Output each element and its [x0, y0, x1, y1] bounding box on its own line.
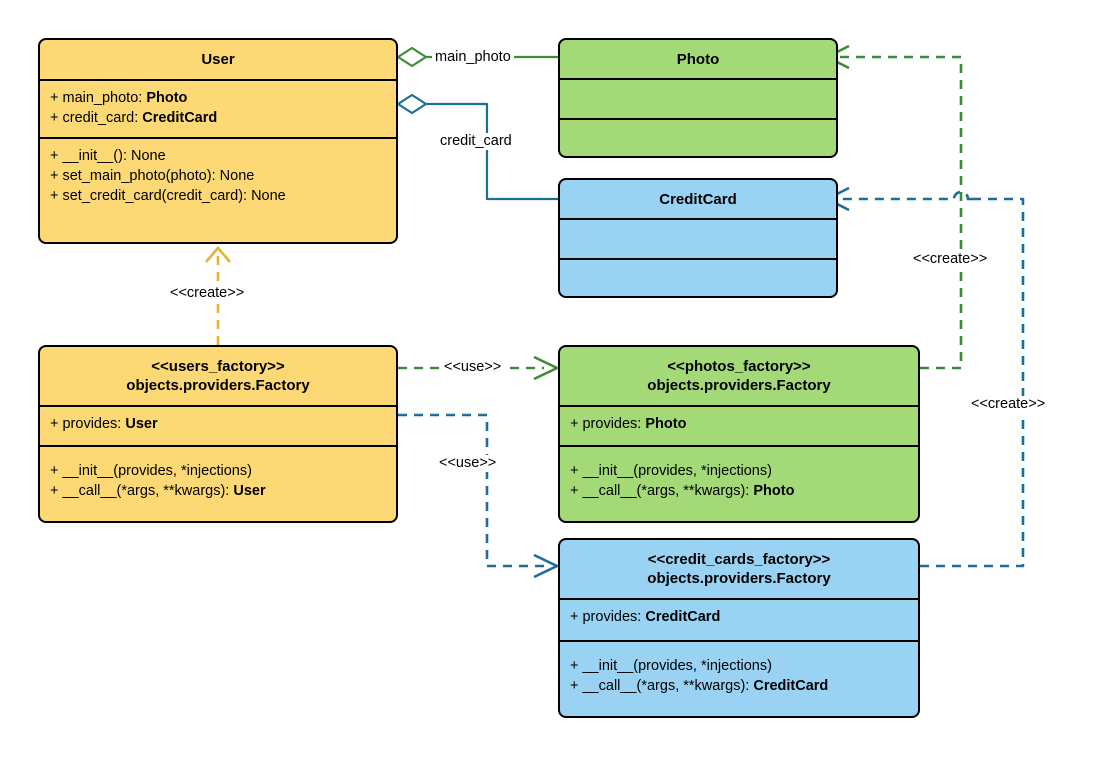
attribute-row: + provides: CreditCard	[570, 607, 908, 627]
class-box-users-factory[interactable]: <<users_factory>> objects.providers.Fact…	[38, 345, 398, 523]
class-attributes-photo	[560, 78, 836, 118]
method-row: + __init__(provides, *injections)	[570, 656, 908, 676]
class-name-photos-factory: objects.providers.Factory	[647, 377, 831, 394]
edge-label-main-photo: main_photo	[432, 49, 514, 66]
method-type: CreditCard	[753, 678, 829, 694]
method-type: Photo	[753, 483, 795, 499]
edge-label-create-credit-card: <<create>>	[968, 396, 1049, 413]
class-stereotype-credit-cards-factory: <<credit_cards_factory>>	[647, 551, 831, 568]
attribute-row: + provides: Photo	[570, 414, 908, 434]
class-title-users-factory: <<users_factory>> objects.providers.Fact…	[40, 347, 396, 405]
class-attributes-credit-card	[560, 218, 836, 258]
attribute-row: + main_photo: Photo	[50, 88, 386, 108]
class-methods-users-factory: + __init__(provides, *injections) + __ca…	[40, 445, 396, 521]
method-text: + __init__(provides, *injections)	[570, 658, 772, 674]
class-box-photo[interactable]: Photo	[558, 38, 838, 158]
class-title-user: User	[40, 40, 396, 79]
method-type: User	[233, 483, 266, 499]
attribute-type: User	[125, 416, 158, 432]
class-name-credit-card: CreditCard	[659, 190, 737, 208]
class-title-credit-cards-factory: <<credit_cards_factory>> objects.provide…	[560, 540, 918, 598]
method-text: + __call__(*args, **kwargs):	[570, 483, 754, 499]
class-methods-credit-card	[560, 258, 836, 296]
method-row: + __init__(): None	[50, 146, 386, 166]
edge-label-create-user: <<create>>	[167, 285, 248, 302]
aggregation-diamond-main-photo	[396, 46, 428, 68]
class-attributes-users-factory: + provides: User	[40, 405, 396, 445]
class-box-credit-card[interactable]: CreditCard	[558, 178, 838, 298]
method-text: + __init__(): None	[50, 148, 166, 164]
method-row: + __init__(provides, *injections)	[50, 461, 386, 481]
class-methods-user: + __init__(): None + set_main_photo(phot…	[40, 137, 396, 242]
attribute-text: + credit_card:	[50, 110, 143, 126]
attribute-text: + provides:	[570, 609, 646, 625]
attribute-type: CreditCard	[645, 609, 721, 625]
class-attributes-user: + main_photo: Photo + credit_card: Credi…	[40, 79, 396, 137]
class-title-photo: Photo	[560, 40, 836, 78]
edge-label-use-photos: <<use>>	[441, 359, 505, 376]
attribute-type: CreditCard	[142, 110, 218, 126]
attribute-text: + provides:	[570, 416, 646, 432]
method-text: + __init__(provides, *injections)	[50, 463, 252, 479]
method-text: + set_main_photo(photo): None	[50, 168, 255, 184]
method-row: + set_credit_card(credit_card): None	[50, 186, 386, 206]
class-name-users-factory: objects.providers.Factory	[126, 377, 310, 394]
class-stereotype-photos-factory: <<photos_factory>>	[667, 358, 811, 375]
method-row: + __call__(*args, **kwargs): CreditCard	[570, 676, 908, 696]
attribute-row: + provides: User	[50, 414, 386, 434]
attribute-row: + credit_card: CreditCard	[50, 108, 386, 128]
open-arrowhead-use-credit-cards	[533, 553, 561, 579]
aggregation-diamond-credit-card	[396, 93, 428, 115]
class-stereotype-users-factory: <<users_factory>>	[151, 358, 285, 375]
method-text: + __call__(*args, **kwargs):	[570, 678, 754, 694]
class-attributes-photos-factory: + provides: Photo	[560, 405, 918, 445]
method-text: + set_credit_card(credit_card): None	[50, 188, 286, 204]
class-methods-photo	[560, 118, 836, 156]
open-arrowhead-create-user	[205, 246, 231, 263]
class-title-credit-card: CreditCard	[560, 180, 836, 218]
edge-create-photo	[824, 44, 963, 370]
class-box-credit-cards-factory[interactable]: <<credit_cards_factory>> objects.provide…	[558, 538, 920, 718]
attribute-text: + main_photo:	[50, 90, 147, 106]
class-title-photos-factory: <<photos_factory>> objects.providers.Fac…	[560, 347, 918, 405]
class-box-user[interactable]: User + main_photo: Photo + credit_card: …	[38, 38, 398, 244]
class-name-photo: Photo	[676, 50, 720, 68]
method-text: + __init__(provides, *injections)	[570, 463, 772, 479]
edge-label-create-photo: <<create>>	[910, 251, 991, 268]
method-row: + __init__(provides, *injections)	[570, 461, 908, 481]
method-row: + set_main_photo(photo): None	[50, 166, 386, 186]
class-box-photos-factory[interactable]: <<photos_factory>> objects.providers.Fac…	[558, 345, 920, 523]
class-name-user: User	[201, 51, 235, 68]
attribute-type: Photo	[146, 90, 188, 106]
class-methods-photos-factory: + __init__(provides, *injections) + __ca…	[560, 445, 918, 521]
method-text: + __call__(*args, **kwargs):	[50, 483, 234, 499]
method-row: + __call__(*args, **kwargs): User	[50, 481, 386, 501]
open-arrowhead-use-photos	[533, 355, 561, 381]
class-name-credit-cards-factory: objects.providers.Factory	[647, 570, 831, 587]
edge-use-credit-cards-factory	[398, 413, 561, 579]
edge-label-use-credit-cards: <<use>>	[436, 455, 500, 472]
method-row: + __call__(*args, **kwargs): Photo	[570, 481, 908, 501]
class-methods-credit-cards-factory: + __init__(provides, *injections) + __ca…	[560, 640, 918, 716]
class-attributes-credit-cards-factory: + provides: CreditCard	[560, 598, 918, 640]
attribute-text: + provides:	[50, 416, 126, 432]
attribute-type: Photo	[645, 416, 687, 432]
edge-label-credit-card: credit_card	[437, 133, 515, 150]
